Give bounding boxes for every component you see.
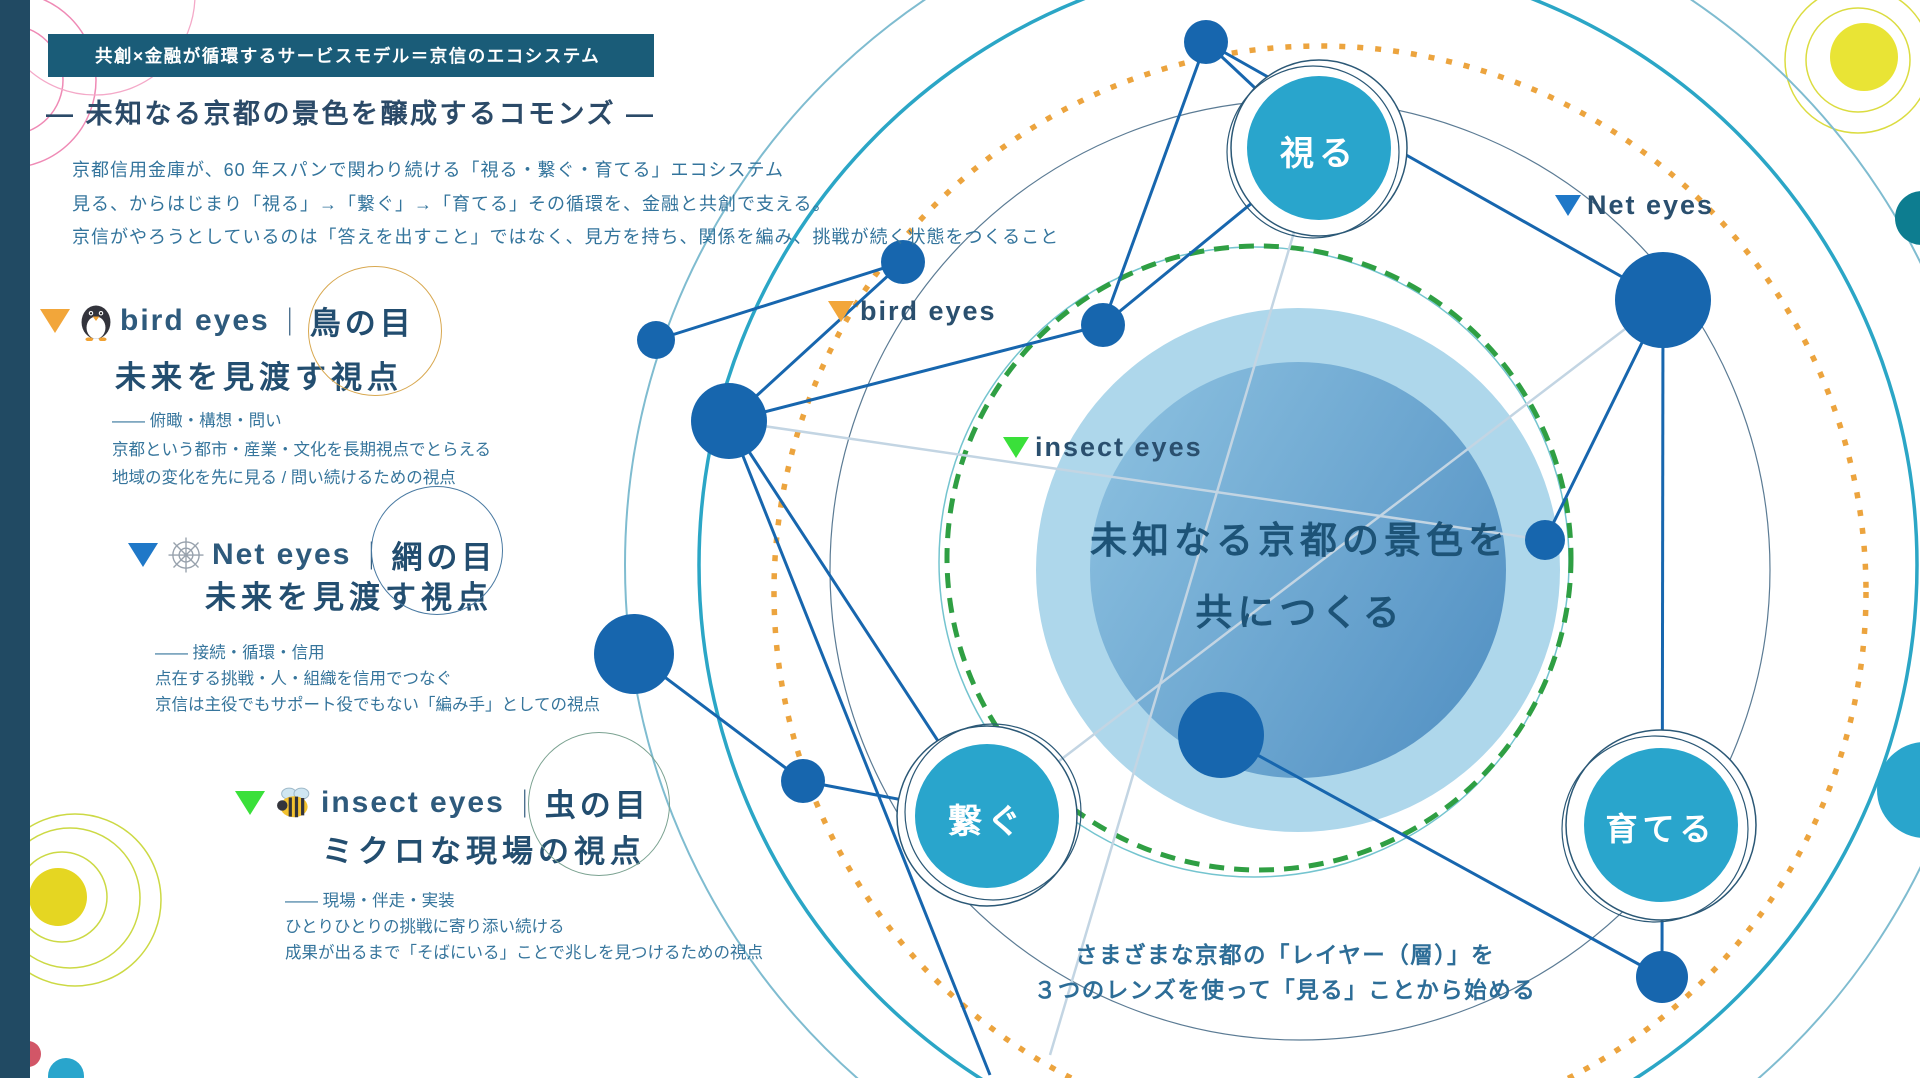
triangle-down-icon: [128, 542, 158, 567]
spiderweb-icon: [166, 535, 206, 575]
left-accent-bar: [0, 0, 30, 1078]
yellow-circles-bottom-left: [0, 813, 162, 987]
insect-desc-2: 成果が出るまで「そばにいる」ことで兆しを見つけるための視点: [285, 944, 764, 962]
diagram-label-bird-eyes: bird eyes: [828, 296, 997, 327]
net-description: ―― 接続・循環・信用 点在する挑戦・人・組織を信用でつなぐ 京信は主役でもサポ…: [155, 640, 600, 718]
outer-thin-circle: [624, 0, 1920, 1078]
pale-connection-lines: [728, 147, 1664, 1056]
bird-eyes-text: bird eyes: [860, 296, 997, 326]
bee-icon: [273, 784, 315, 822]
net-desc-1: 点在する挑戦・人・組織を信用でつなぐ: [155, 670, 452, 688]
stage-circle-sodateru: [1561, 729, 1757, 923]
green-dashed-circle: [944, 243, 1574, 873]
stage-label-miru: 視る: [1280, 135, 1358, 173]
orange-dotted-circle: [771, 43, 1869, 1078]
bird-desc-1: 京都という都市・産業・文化を長期視点でとらえる: [112, 440, 492, 459]
triangle-down-icon: [40, 308, 70, 333]
caption-line-2: ３つのレンズを使って「見る」ことから始める: [1033, 978, 1537, 1003]
net-label-jp: 網の目: [391, 540, 497, 575]
net-desc-2: 京信は主役でもサポート役でもない「編み手」としての視点: [155, 696, 601, 714]
yellow-circles-top-right: [1784, 0, 1920, 134]
bird-label-jp: 鳥の目: [309, 306, 415, 341]
section-insect-title: insect eyes ｜ 虫の目: [235, 780, 650, 825]
vision-inner-circle: [1090, 362, 1506, 778]
section-net-title: Net eyes ｜ 網の目: [128, 532, 496, 577]
vision-line-2: 共につくる: [1195, 592, 1405, 633]
vision-statement: 未知なる京都の景色を 共につくる: [950, 505, 1650, 649]
teal-dot-top-right: [1895, 191, 1920, 245]
triangle-down-icon: [828, 301, 854, 322]
cyan-dot-bottom-left: [48, 1058, 84, 1078]
bird-tagline: ―― 俯瞰・構想・問い: [112, 412, 282, 430]
intro-line-3: 京信がやろうとしているのは「答えを出すこと」ではなく、見方を持ち、関係を編み、挑…: [72, 227, 1060, 247]
banner-title: 共創×金融が循環するサービスモデル＝京信のエコシステム: [95, 46, 601, 66]
cyan-dot-right-edge: [1877, 742, 1920, 838]
triangle-down-icon: [1003, 437, 1029, 458]
bird-subtitle: 未来を見渡す視点: [115, 360, 403, 395]
label-separator: ｜: [357, 540, 386, 572]
bird-label-en: bird eyes: [120, 303, 270, 337]
diagram-label-insect-eyes: insect eyes: [1003, 432, 1203, 463]
bird-desc-2: 地域の変化を先に見る / 問い続けるための視点: [112, 469, 456, 487]
triangle-down-icon: [1555, 195, 1581, 216]
insect-description: ―― 現場・伴走・実装 ひとりひとりの挑戦に寄り添い続ける 成果が出るまで「そば…: [285, 888, 763, 966]
stage-circle-tsunagu: [896, 723, 1082, 907]
bird-description: ―― 俯瞰・構想・問い 京都という都市・産業・文化を長期視点でとらえる 地域の変…: [112, 407, 491, 493]
stage-circle-miru: [1226, 59, 1408, 239]
net-label-en: Net eyes: [212, 537, 352, 571]
intro-paragraph: 京都信用金庫が、60 年スパンで関わり続ける「視る・繋ぐ・育てる」エコシステム …: [72, 154, 1059, 255]
label-separator: ｜: [510, 788, 539, 820]
insect-label-jp: 虫の目: [544, 788, 650, 823]
stage-label-tsunagu: 繋ぐ: [948, 803, 1026, 841]
outer-teal-circle: [697, 0, 1919, 1078]
diagram-label-net-eyes: Net eyes: [1555, 190, 1714, 221]
page-title: ― 未知なる京都の景色を醸成するコモンズ ―: [46, 99, 656, 129]
banner: 共創×金融が循環するサービスモデル＝京信のエコシステム: [48, 34, 655, 77]
diagram-caption: さまざまな京都の「レイヤー（層）」を ３つのレンズを使って「見る」ことから始める: [985, 938, 1585, 1008]
insect-tagline: ―― 現場・伴走・実装: [285, 892, 455, 910]
insect-desc-1: ひとりひとりの挑戦に寄り添い続ける: [285, 918, 565, 936]
net-subtitle: 未来を見渡す視点: [205, 580, 493, 615]
section-bird-title: bird eyes ｜ 鳥の目: [40, 298, 415, 343]
intro-line-2: 見る、からはじまり「視る」→「繋ぐ」→「育てる」その循環を、金融と共創で支える。: [72, 193, 832, 214]
insect-eyes-text: insect eyes: [1035, 432, 1203, 462]
stage-label-sodateru: 育てる: [1605, 811, 1717, 847]
penguin-icon: [78, 301, 114, 341]
caption-line-1: さまざまな京都の「レイヤー（層）」を: [1074, 943, 1496, 968]
net-tagline: ―― 接続・循環・信用: [155, 644, 325, 662]
triangle-down-icon: [235, 790, 265, 815]
insect-label-en: insect eyes: [321, 785, 505, 819]
vision-line-1: 未知なる京都の景色を: [1090, 520, 1510, 561]
net-eyes-text: Net eyes: [1587, 190, 1715, 220]
insect-subtitle: ミクロな現場の視点: [322, 834, 646, 869]
intro-line-1: 京都信用金庫が、60 年スパンで関わり続ける「視る・繋ぐ・育てる」エコシステム: [72, 160, 785, 180]
network-nodes: [594, 20, 1711, 1003]
label-separator: ｜: [275, 306, 304, 338]
